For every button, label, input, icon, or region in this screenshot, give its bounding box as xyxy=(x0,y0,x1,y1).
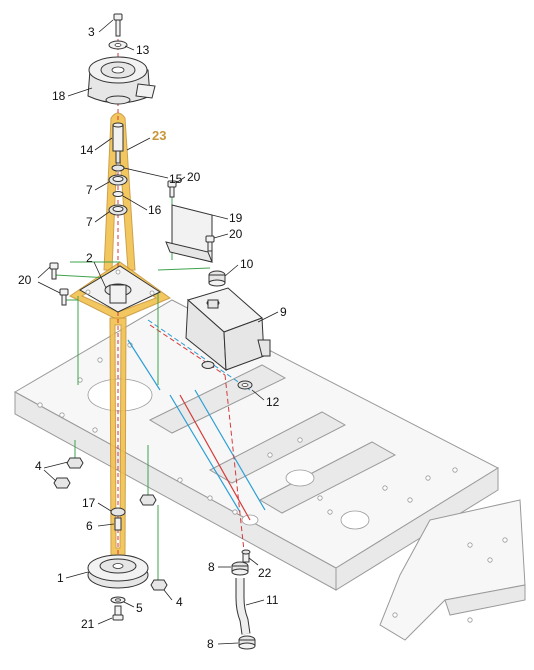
bolt-20-left-b xyxy=(59,288,69,306)
callout-20-left: 20 xyxy=(18,273,32,287)
callout-10: 10 xyxy=(240,257,254,271)
nut-4-left-b xyxy=(53,477,71,489)
bolt-20-top xyxy=(167,180,177,198)
bolt-20-right xyxy=(205,235,215,252)
grommet-tank-mount xyxy=(201,361,215,369)
nut-4-bottom xyxy=(150,579,168,591)
pulley-1 xyxy=(87,554,149,589)
fuel-tank-9 xyxy=(185,287,271,372)
bearing-7-lower xyxy=(108,204,128,216)
bearing-15 xyxy=(111,164,125,172)
leader-lines xyxy=(37,19,279,645)
callout-4-left: 4 xyxy=(35,459,42,473)
callout-15: 15 xyxy=(169,172,183,186)
clutch-18 xyxy=(87,56,156,105)
callout-2: 2 xyxy=(86,251,93,265)
callout-8-upper: 8 xyxy=(208,560,215,574)
callout-19: 19 xyxy=(229,211,243,225)
callout-18: 18 xyxy=(52,89,66,103)
fuel-cap-10 xyxy=(208,270,226,287)
callout-6: 6 xyxy=(86,519,93,533)
callout-5: 5 xyxy=(136,601,143,615)
callout-20-top: 20 xyxy=(187,170,201,184)
callouts: 3 13 18 23 14 15 7 16 7 20 19 20 10 2 20… xyxy=(18,25,287,651)
callout-14: 14 xyxy=(80,143,94,157)
callout-21: 21 xyxy=(81,617,95,631)
clamp-8-upper xyxy=(231,561,249,576)
callout-11: 11 xyxy=(266,593,279,607)
callout-7-lower: 7 xyxy=(86,215,93,229)
nut-4-left-a xyxy=(66,457,84,469)
callout-8-lower: 8 xyxy=(207,637,214,651)
callout-23: 23 xyxy=(152,128,166,143)
spacer-14 xyxy=(112,122,124,164)
grommet-12 xyxy=(237,380,253,390)
callout-16: 16 xyxy=(148,203,162,217)
nut-4-center xyxy=(139,494,157,506)
fuel-hose-11 xyxy=(235,578,251,635)
highlighted-belt-23 xyxy=(69,112,172,561)
bearing-7-upper xyxy=(108,174,128,186)
callout-20-right: 20 xyxy=(229,227,243,241)
callout-3: 3 xyxy=(88,25,95,39)
shield-plate-19 xyxy=(165,204,213,263)
clamp-8-lower xyxy=(238,635,256,650)
bracket-plate-2 xyxy=(79,265,162,313)
callout-4-bottom: 4 xyxy=(176,595,183,609)
spacer-16 xyxy=(112,191,124,197)
callout-9: 9 xyxy=(280,305,287,319)
callout-13: 13 xyxy=(136,43,150,57)
tractor-frame xyxy=(13,299,526,641)
shaft-6 xyxy=(114,517,122,531)
fitting-22 xyxy=(241,549,251,563)
callout-7-upper: 7 xyxy=(86,183,93,197)
washer-5 xyxy=(110,596,126,604)
bolt-3 xyxy=(113,13,123,37)
bolt-20-left-a xyxy=(49,262,59,280)
callout-17: 17 xyxy=(82,496,96,510)
routing-lines xyxy=(54,18,266,585)
idler-17 xyxy=(110,507,126,517)
bolt-21 xyxy=(112,605,124,621)
washer-13 xyxy=(108,40,128,50)
callout-22: 22 xyxy=(258,566,272,580)
callout-1: 1 xyxy=(57,571,64,585)
callout-12: 12 xyxy=(266,395,280,409)
